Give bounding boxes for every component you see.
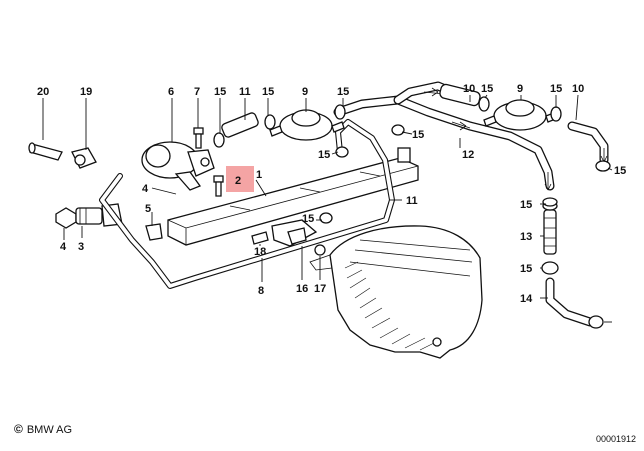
- hose-10-right: [567, 121, 609, 165]
- hose-clamps: [213, 96, 611, 329]
- callout-4-b[interactable]: 4: [60, 241, 67, 253]
- bolt-2: [213, 175, 224, 197]
- callout-15-i[interactable]: 15: [520, 199, 532, 211]
- callout-7[interactable]: 7: [194, 86, 200, 98]
- callout-15-b[interactable]: 15: [262, 86, 274, 98]
- highlight-box-2: [226, 166, 254, 192]
- callout-2[interactable]: 2: [235, 175, 241, 187]
- callout-15-c[interactable]: 15: [337, 86, 349, 98]
- callout-15-j[interactable]: 15: [302, 213, 314, 225]
- callout-12[interactable]: 12: [462, 149, 474, 161]
- callout-11-a[interactable]: 11: [239, 86, 251, 98]
- callout-6[interactable]: 6: [168, 86, 174, 98]
- callout-15-h[interactable]: 15: [614, 165, 626, 177]
- callout-3[interactable]: 3: [78, 241, 84, 253]
- pressure-regulator: [141, 141, 215, 191]
- callout-15-f[interactable]: 15: [412, 129, 424, 141]
- callout-16[interactable]: 16: [296, 283, 308, 295]
- callout-5[interactable]: 5: [145, 203, 151, 215]
- callout-4-a[interactable]: 4: [142, 183, 149, 195]
- copyright-symbol: ©: [14, 422, 23, 436]
- hose-14: [545, 277, 595, 327]
- document-number: 00001912: [595, 434, 636, 444]
- callout-15-e[interactable]: 15: [550, 83, 562, 95]
- callout-14[interactable]: 14: [520, 293, 533, 305]
- valve-13: [542, 201, 558, 255]
- callout-15-a[interactable]: 15: [214, 86, 226, 98]
- callout-15-d[interactable]: 15: [481, 83, 493, 95]
- callout-8[interactable]: 8: [258, 285, 264, 297]
- copyright-text: BMW AG: [26, 424, 73, 436]
- engine-intake-block: [309, 225, 483, 359]
- vacuum-hose-12: [333, 81, 555, 191]
- part-17: [314, 244, 326, 256]
- fuel-line-11: [99, 119, 395, 289]
- callout-9-a[interactable]: 9: [302, 86, 308, 98]
- fuel-rail: [167, 147, 419, 246]
- callout-1[interactable]: 1: [256, 169, 262, 181]
- copyright-notice: ©BMW AG: [14, 422, 72, 436]
- callout-9-b[interactable]: 9: [517, 83, 523, 95]
- callout-19[interactable]: 19: [80, 86, 92, 98]
- clip-19: [71, 147, 97, 169]
- part-20: [28, 142, 63, 161]
- bolt-18: [251, 231, 269, 245]
- callout-labels: 20 19 6 7 15 11 15 9 15 10 15 9 15 10 15…: [37, 83, 626, 305]
- damper-9-right: [483, 99, 559, 131]
- callout-20[interactable]: 20: [37, 86, 49, 98]
- callout-10-a[interactable]: 10: [463, 83, 475, 95]
- callout-15-k[interactable]: 15: [520, 263, 532, 275]
- callout-15-g[interactable]: 15: [318, 149, 330, 161]
- callout-18[interactable]: 18: [254, 246, 266, 258]
- bracket-16: [271, 219, 318, 247]
- damper-9-left: [269, 109, 345, 141]
- bracket-5: [145, 223, 163, 241]
- callout-11-b[interactable]: 11: [406, 195, 418, 207]
- callout-13[interactable]: 13: [520, 231, 532, 243]
- callout-10-b[interactable]: 10: [572, 83, 584, 95]
- hose-11-upper: [221, 112, 259, 138]
- bolt-7: [193, 127, 204, 149]
- callout-17[interactable]: 17: [314, 283, 326, 295]
- leader-lines: [42, 94, 613, 323]
